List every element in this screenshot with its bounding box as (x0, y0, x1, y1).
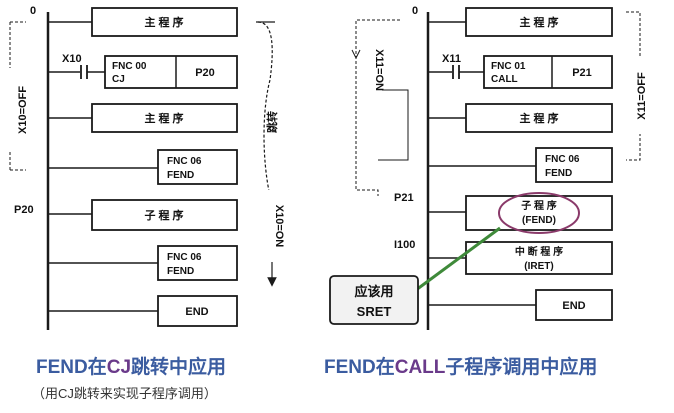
right-fend-fnc: FNC 06 (545, 154, 580, 165)
right-state-on: X11=ON (373, 49, 385, 91)
left-jump-label: 跳转 (265, 111, 279, 133)
right-state-off: X11=OFF (636, 72, 648, 120)
left-fend-2 (157, 245, 238, 281)
right-interrupt-program (465, 241, 613, 275)
right-callout-pointer (415, 226, 501, 292)
left-cj-fnc: FNC 00 (112, 61, 147, 72)
left-subroutine (91, 199, 238, 231)
left-ladder: 0 主 程 序 X10 FNC 00 CJ P20 主 程 序 FNC 06 F… (9, 5, 285, 330)
right-callout-box (329, 275, 419, 325)
right-call-instruction (483, 55, 613, 89)
left-cj-target: P20 (195, 67, 215, 79)
left-end-label: END (185, 306, 208, 318)
right-subroutine (465, 195, 613, 231)
right-callout-line1: 应该用 (354, 284, 393, 299)
right-caption-prefix: FEND在 (324, 357, 395, 378)
left-main-program-2-label: 主 程 序 (144, 111, 183, 125)
left-caption-accent: CJ (106, 357, 132, 378)
left-main-program-1-label: 主 程 序 (144, 15, 183, 29)
right-main-program-2 (465, 103, 613, 133)
left-end (157, 295, 238, 327)
left-off-bracket (9, 21, 26, 171)
left-fend-1-fnc: FNC 06 (167, 156, 202, 167)
left-step-zero: 0 (30, 5, 36, 17)
left-caption-prefix: FEND在 (36, 357, 107, 378)
right-call-name: CALL (491, 74, 518, 85)
right-interrupt-label: I100 (394, 239, 415, 251)
right-main-program-1 (465, 7, 613, 37)
right-interrupt-name: 中 断 程 序 (515, 245, 563, 258)
left-cj-name: CJ (112, 74, 125, 85)
left-fend-1 (157, 149, 238, 185)
right-fend (535, 147, 613, 183)
right-step-zero: 0 (412, 5, 418, 17)
right-end-label: END (562, 300, 585, 312)
left-main-program-1 (91, 7, 238, 37)
left-state-on: X10=ON (273, 205, 285, 248)
right-caption-suffix: 子程序调用中应用 (445, 357, 598, 378)
right-pointer-label: P21 (394, 192, 414, 204)
right-main-program-1-label: 主 程 序 (519, 15, 558, 29)
right-fend-name: FEND (545, 168, 572, 179)
left-fend-2-fnc: FNC 06 (167, 252, 202, 263)
right-caption-accent: CALL (394, 357, 446, 378)
left-cj-instruction (104, 55, 238, 89)
right-on-path (355, 19, 400, 196)
left-pointer-label: P20 (14, 204, 34, 216)
right-caption: FEND在CALL子程序调用中应用 (324, 352, 597, 379)
right-call-target: P21 (572, 67, 592, 79)
left-caption: FEND在CJ跳转中应用 (36, 352, 226, 379)
left-caption-suffix: 跳转中应用 (131, 357, 227, 378)
right-end (535, 289, 613, 321)
left-fend-2-name: FEND (167, 266, 194, 277)
right-ladder: 0 主 程 序 X11 FNC 01 CALL P21 主 程 序 FNC 06… (329, 5, 652, 330)
right-contact-label: X11 (442, 53, 461, 65)
right-interrupt-iret: (IRET) (524, 261, 553, 272)
right-main-program-2-label: 主 程 序 (519, 111, 558, 125)
left-fend-1-name: FEND (167, 170, 194, 181)
right-subroutine-fend: (FEND) (522, 215, 556, 226)
right-subroutine-label: 子 程 序 (521, 199, 557, 212)
left-contact-label: X10 (62, 53, 82, 65)
right-fend-highlight-circle (498, 192, 580, 234)
right-callout-line2: SRET (357, 304, 392, 319)
left-subroutine-label: 子 程 序 (144, 208, 183, 222)
left-caption-sub: （用CJ跳转来实现子程序调用） (32, 386, 217, 401)
left-state-off: X10=OFF (17, 86, 29, 134)
left-main-program-2 (91, 103, 238, 133)
right-call-fnc: FNC 01 (491, 61, 526, 72)
